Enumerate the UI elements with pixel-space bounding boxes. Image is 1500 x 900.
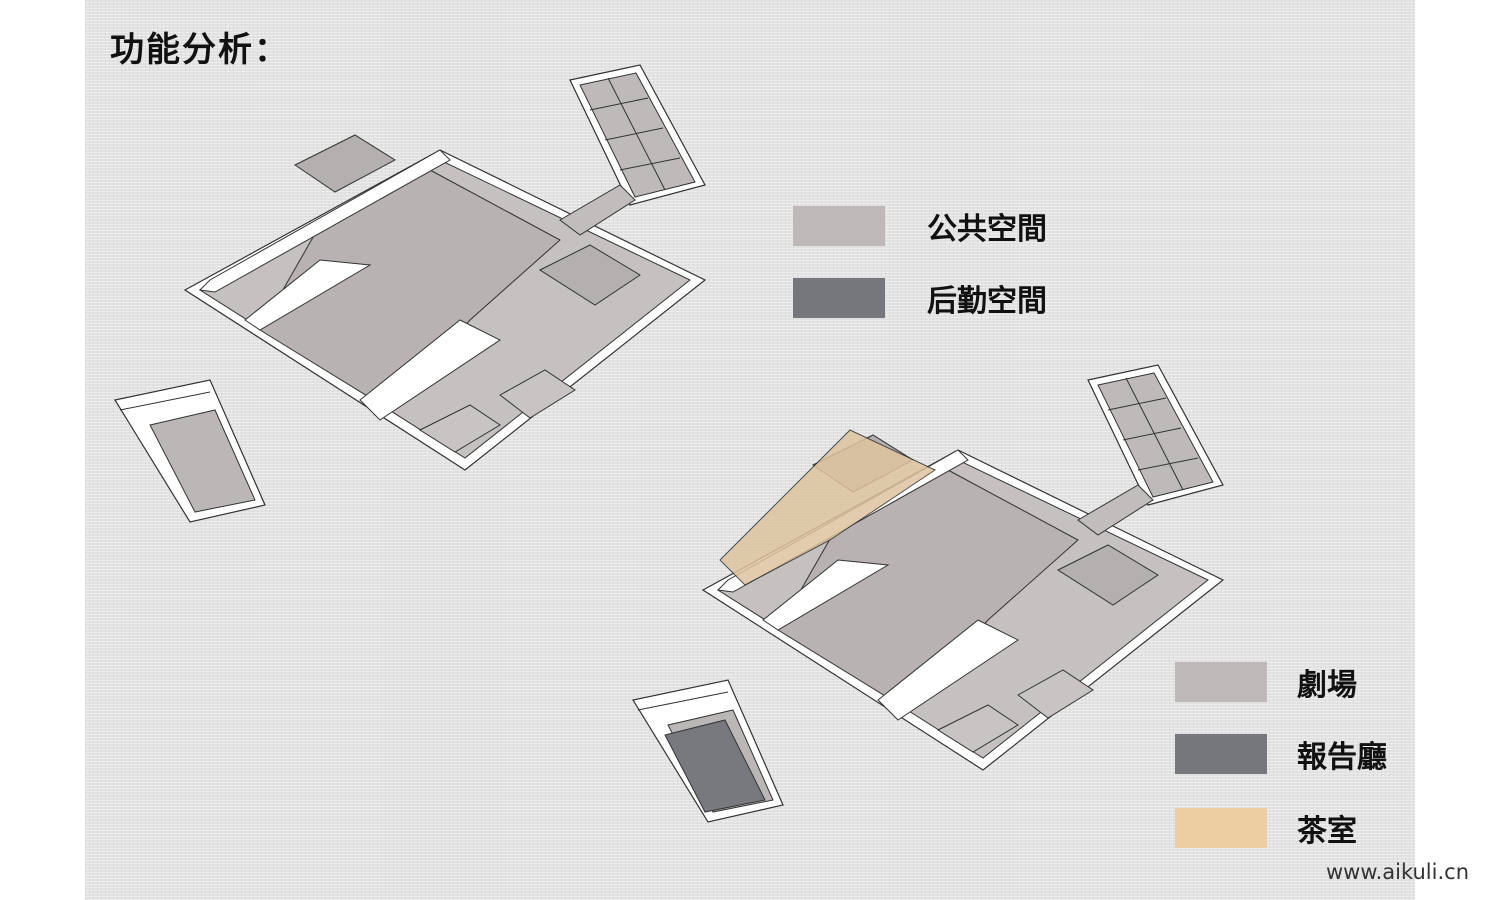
legend-swatch xyxy=(1175,734,1267,774)
legend-swatch xyxy=(793,278,885,318)
tea-room-zone xyxy=(719,429,937,586)
lecture-hall-floor xyxy=(664,719,766,813)
legend-swatch xyxy=(1175,662,1267,702)
watermark: www.aikuli.cn xyxy=(1326,860,1470,884)
page-title: 功能分析： xyxy=(110,30,290,70)
legend-label: 報告廳 xyxy=(1297,740,1387,775)
plan-upper xyxy=(114,64,706,523)
legend-swatch xyxy=(793,206,885,246)
legend-theater: 劇場 xyxy=(1175,660,1357,704)
legend-swatch xyxy=(1175,808,1267,848)
legend-tea-room: 茶室 xyxy=(1175,806,1357,850)
legend-label: 茶室 xyxy=(1297,814,1357,849)
legend-lecture-hall: 報告廳 xyxy=(1175,732,1387,776)
legend-label: 公共空間 xyxy=(927,212,1047,247)
legend-label: 后勤空間 xyxy=(927,284,1047,319)
legend-label: 劇場 xyxy=(1297,668,1357,703)
legend-public-space: 公共空間 xyxy=(793,204,1047,248)
legend-service-space: 后勤空間 xyxy=(793,276,1047,320)
